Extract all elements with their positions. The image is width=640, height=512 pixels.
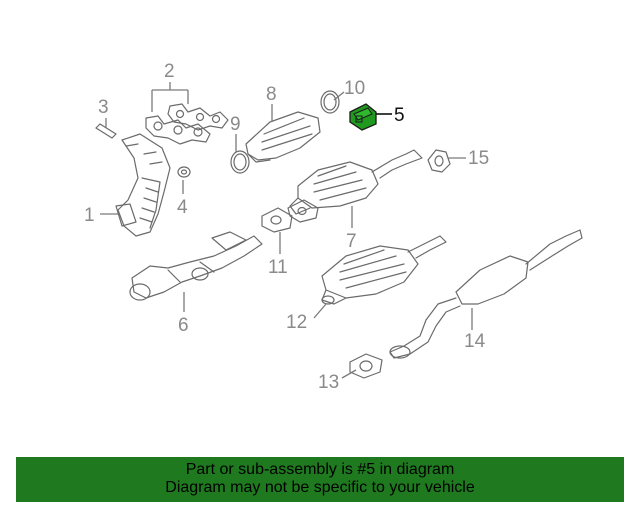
part-8-catalytic-converter[interactable] [245,111,321,163]
part-6-front-pipe[interactable] [129,231,263,301]
callout-12: 12 [286,312,307,333]
banner-line-part-reference: Part or sub-assembly is #5 in diagram [185,461,455,478]
part-15-hanger[interactable] [427,149,451,173]
part-4-nut[interactable] [177,166,191,178]
part-13-gasket[interactable] [349,353,383,379]
part-11-flange-gasket[interactable] [261,199,319,233]
part-9-gasket[interactable] [230,150,250,174]
leader-lines [100,82,473,379]
callout-7: 7 [346,231,357,252]
callout-9: 9 [230,114,241,135]
part-14-muffler-tailpipe[interactable] [389,229,583,359]
callout-15: 15 [468,148,489,169]
info-banner: Part or sub-assembly is #5 in diagram Di… [16,457,624,502]
part-5-highlighted-bracket[interactable] [349,103,377,131]
callout-2: 2 [164,61,175,82]
part-12-resonator[interactable] [321,235,447,305]
callout-4: 4 [177,197,188,218]
exhaust-parts-diagram: 1 2 3 4 5 6 7 8 9 10 11 12 13 14 15 [84,61,583,393]
part-7-center-muffler[interactable] [289,149,423,215]
part-1-catalytic-converter[interactable] [115,133,171,237]
callout-6: 6 [178,315,189,336]
part-2-manifold-gaskets[interactable] [145,103,229,145]
callout-5: 5 [394,105,405,126]
callout-10: 10 [344,78,365,99]
callout-3: 3 [98,97,109,118]
callout-8: 8 [266,84,277,105]
part-3-stud[interactable] [95,123,117,139]
callout-14: 14 [464,331,486,352]
banner-line-disclaimer: Diagram may not be specific to your vehi… [165,479,475,496]
callout-1: 1 [84,205,95,226]
callout-13: 13 [318,372,339,393]
part-10-gasket[interactable] [320,90,340,114]
callout-11: 11 [268,257,288,278]
